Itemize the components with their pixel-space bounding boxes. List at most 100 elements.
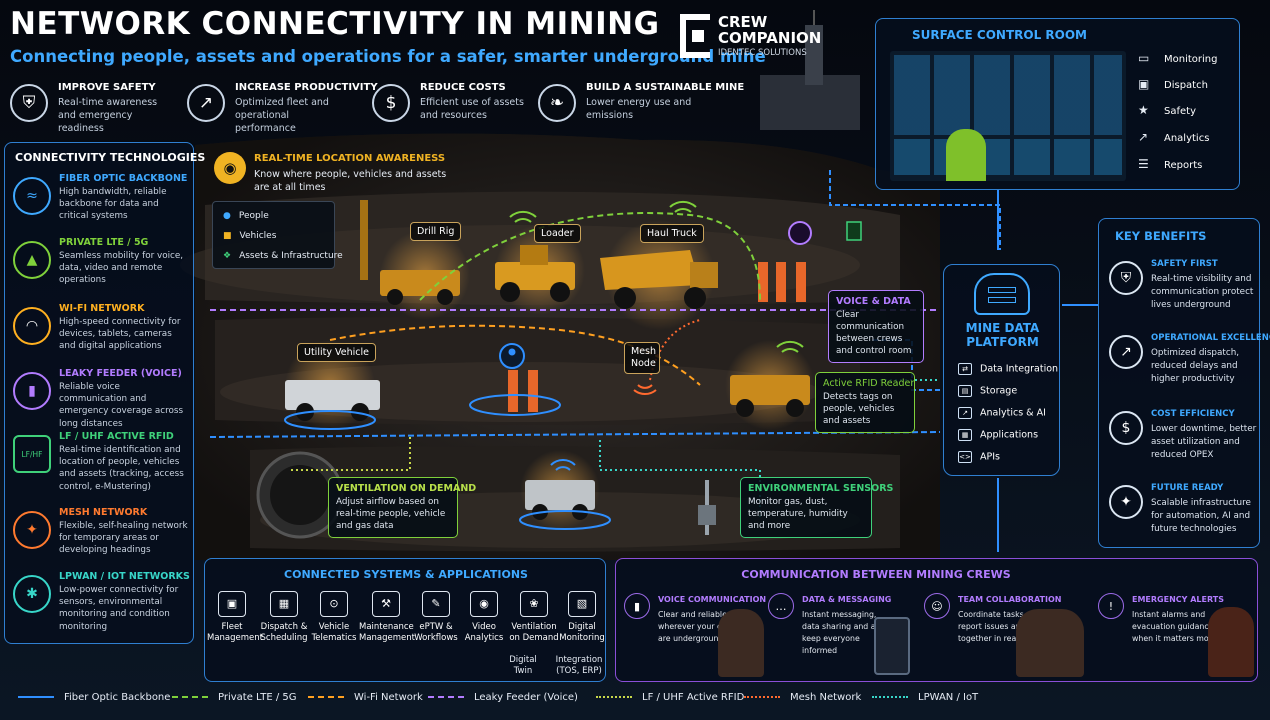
- rfid-reader-callout: Active RFID Reader Detects tags on peopl…: [815, 372, 915, 433]
- ai-icon: ↗: [958, 407, 972, 419]
- legend-mesh-network: Mesh Network: [744, 692, 861, 703]
- storage-icon: ▤: [958, 385, 972, 397]
- system-video-analytics: ◉Video Analytics: [459, 591, 509, 644]
- drill-rig-label: Drill Rig: [410, 222, 462, 241]
- leaf-icon: ❧: [538, 84, 576, 122]
- wifi-icon: ◠: [13, 307, 51, 345]
- key-benefits-title: KEY BENEFITS: [1115, 229, 1207, 243]
- person-icon: ●: [223, 211, 231, 221]
- cloud-server-icon: [974, 273, 1030, 315]
- environmental-sensors-callout: ENVIRONMENTAL SENSORS Monitor gas, dust,…: [740, 477, 893, 538]
- utility-vehicle-graphic: [285, 380, 380, 421]
- system-vehicle-telematics: ⊙Vehicle Telematics: [309, 591, 359, 644]
- ventilation-callout: VENTILATION ON DEMAND Adjust airflow bas…: [328, 477, 476, 538]
- control-room-screens: [890, 51, 1126, 181]
- system-maintenance-management: ⚒Maintenance Management: [359, 591, 415, 644]
- connected-systems-panel: CONNECTED SYSTEMS & APPLICATIONS ▣Fleet …: [204, 558, 606, 682]
- control-room-item-analytics: ↗Analytics: [1138, 130, 1210, 144]
- control-room-item-reports: ☰Reports: [1138, 157, 1203, 171]
- location-title: REAL-TIME LOCATION AWARENESS: [254, 153, 446, 164]
- iot-icon: ✱: [13, 575, 51, 613]
- system-fleet-management: ▣Fleet Management: [207, 591, 263, 644]
- crew-communication-panel: COMMUNICATION BETWEEN MINING CREWS ▮ VOI…: [615, 558, 1258, 682]
- video-icon: ◉: [470, 591, 498, 617]
- team-icon: ☺: [924, 593, 950, 619]
- fan-icon: ❀: [520, 591, 548, 617]
- crew-communication-title: COMMUNICATION BETWEEN MINING CREWS: [741, 568, 1011, 581]
- legend-leaky-feeder: Leaky Feeder (Voice): [428, 692, 578, 703]
- haul-truck-graphic: [600, 250, 718, 309]
- shield-icon: ⛨: [1109, 261, 1143, 295]
- legend-wifi: Wi-Fi Network: [308, 692, 423, 703]
- rfid-icon: LF/HF: [13, 435, 51, 473]
- voice-data-callout: VOICE & DATA Clear communication between…: [828, 290, 924, 363]
- integration-icon: ⇄: [958, 363, 972, 375]
- legend-lpwan-iot: LPWAN / IoT: [872, 692, 978, 703]
- radio-icon: ▮: [624, 593, 650, 619]
- legend-fiber-optic: Fiber Optic Backbone: [18, 692, 170, 703]
- location-legend: ●People ■Vehicles ❖Assets & Infrastructu…: [212, 201, 343, 269]
- api-icon: <>: [958, 451, 972, 463]
- badge-icon: ★: [1138, 103, 1149, 117]
- platform-item-data-integration: ⇄Data Integration: [958, 363, 1058, 375]
- legend-private-lte: Private LTE / 5G: [172, 692, 297, 703]
- benefit-operational-excellence: ↗ OPERATIONAL EXCELLENCE Optimized dispa…: [1109, 333, 1270, 407]
- assets-icon: ❖: [223, 251, 232, 261]
- operator-figure: [946, 129, 986, 181]
- tech-wifi: ◠ WI-FI NETWORK High-speed connectivity …: [13, 303, 185, 365]
- page-title: NETWORK CONNECTIVITY IN MINING: [10, 6, 660, 42]
- tech-mesh-network: ✦ MESH NETWORK Flexible, self-healing ne…: [13, 507, 188, 569]
- logo-mark-icon: [680, 14, 710, 58]
- system-ventilation-on-demand: ❀Ventilation on Demand: [509, 591, 559, 644]
- mesh-node-label: Mesh Node: [624, 342, 660, 374]
- alert-miner-figure: [1208, 607, 1254, 677]
- tablet-figure: [874, 617, 910, 675]
- chat-icon: …: [768, 593, 794, 619]
- location-desc: Know where people, vehicles and assets a…: [254, 169, 447, 193]
- control-room-title: SURFACE CONTROL ROOM: [912, 28, 1088, 42]
- analytics-icon: ↗: [1138, 130, 1149, 144]
- workers-graphic: [508, 262, 806, 412]
- control-room-item-safety: ★Safety: [1138, 103, 1196, 117]
- surface-control-room-panel: SURFACE CONTROL ROOM ▭Monitoring ▣Dispat…: [875, 18, 1240, 190]
- connectivity-technologies-panel: CONNECTIVITY TECHNOLOGIES ≈ FIBER OPTIC …: [4, 142, 205, 644]
- tech-fiber-optic: ≈ FIBER OPTIC BACKBONE High bandwidth, r…: [13, 173, 187, 235]
- vehicle-icon: ■: [223, 231, 232, 241]
- connectivity-technologies-title: CONNECTIVITY TECHNOLOGIES: [15, 151, 206, 164]
- tech-private-lte: ▲ PRIVATE LTE / 5G Seamless mobility for…: [13, 237, 185, 299]
- connected-systems-title: CONNECTED SYSTEMS & APPLICATIONS: [284, 568, 528, 581]
- system-eptw-workflows: ✎ePTW & Workflows: [411, 591, 461, 644]
- bar-chart-icon: ↗: [1109, 335, 1143, 369]
- tech-leaky-feeder: ▮ LEAKY FEEDER (VOICE) Reliable voice co…: [13, 368, 185, 430]
- miner-figure: [718, 609, 764, 677]
- rfid-vehicle-graphic: [730, 375, 810, 417]
- platform-item-apis: <>APIs: [958, 451, 1000, 463]
- page-subtitle: Connecting people, assets and operations…: [10, 47, 766, 66]
- alert-icon: !: [1098, 593, 1124, 619]
- monitor-icon: ▭: [1138, 51, 1150, 65]
- system-digital-monitoring: ▧Digital Monitoring: [557, 591, 607, 644]
- shield-icon: ⛨: [10, 84, 48, 122]
- control-room-item-dispatch: ▣Dispatch: [1138, 77, 1208, 91]
- system-dispatch-scheduling: ▦Dispatch & Scheduling: [259, 591, 309, 644]
- legend-active-rfid: LF / UHF Active RFID: [596, 692, 744, 703]
- bar-chart-icon: ↗: [187, 84, 225, 122]
- tech-active-rfid: LF/HF LF / UHF ACTIVE RFID Real-time ide…: [13, 431, 185, 493]
- benefit-future-ready: ✦ FUTURE READY Scalable infrastructure f…: [1109, 483, 1259, 557]
- microphone-icon: ▮: [13, 372, 51, 410]
- control-room-item-monitoring: ▭Monitoring: [1138, 51, 1218, 65]
- dollar-icon: $: [1109, 411, 1143, 445]
- system-integration: Integration (TOS, ERP): [555, 655, 603, 676]
- dollar-icon: $: [372, 84, 410, 122]
- antenna-icon: ▲: [13, 241, 51, 279]
- haul-truck-label: Haul Truck: [640, 224, 704, 243]
- mesh-icon: ✦: [13, 511, 51, 549]
- fiber-icon: ≈: [13, 177, 51, 215]
- platform-item-applications: ▦Applications: [958, 429, 1038, 441]
- system-digital-twin: Digital Twin: [509, 655, 537, 676]
- benefit-safety-first: ⛨ SAFETY FIRST Real-time visibility and …: [1109, 259, 1259, 333]
- telematics-icon: ⊙: [320, 591, 348, 617]
